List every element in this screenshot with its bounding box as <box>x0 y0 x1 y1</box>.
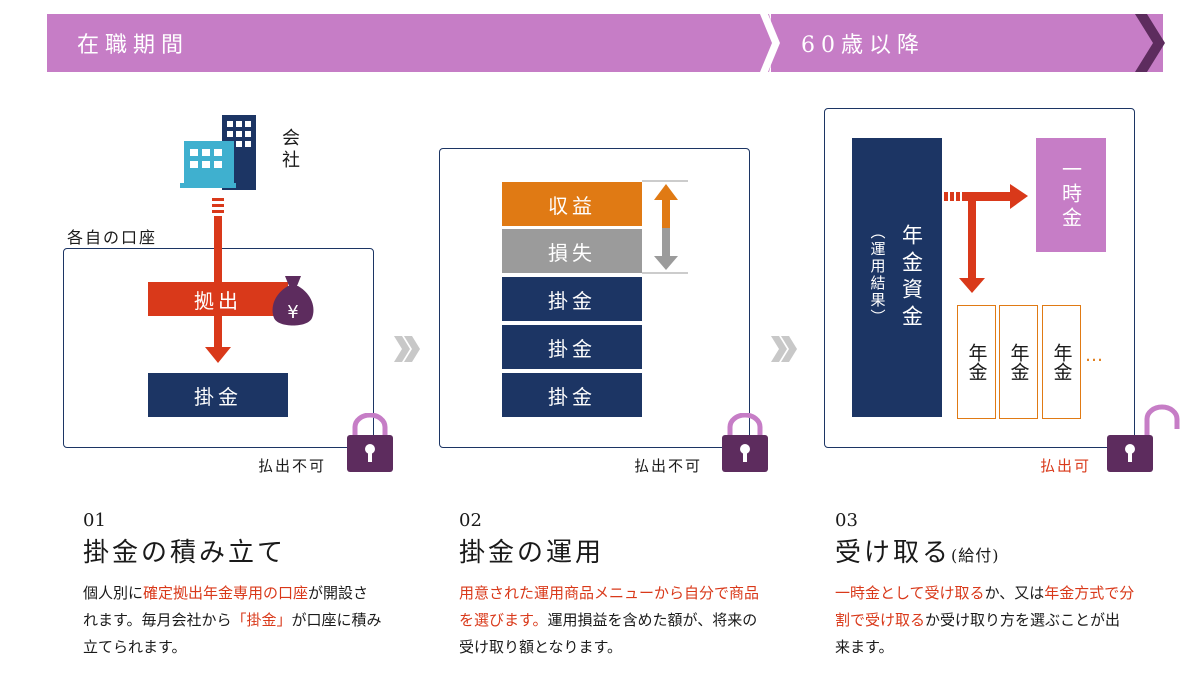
pension-installment-box-3: 年金 <box>1042 305 1081 419</box>
step3-desc-text-1: か、又は <box>984 584 1045 602</box>
banner-working-period-label: 在職期間 <box>77 33 190 58</box>
step2-title: 掛金の運用 <box>459 538 605 568</box>
kakekin-label: 掛金 <box>194 384 242 409</box>
payout-split-arrows <box>944 184 1028 293</box>
building-icon <box>180 115 256 190</box>
kakekin-box: 掛金 <box>148 373 288 417</box>
contribution-label: 拠出 <box>194 288 242 313</box>
money-bag-yen-icon: ¥ <box>272 276 314 326</box>
step2-desc-text-1: 運用損益を含めた額が、将来の受け取り額となります。 <box>459 611 758 656</box>
kakekin-label: 掛金 <box>548 336 596 361</box>
profit-box: 収益 <box>502 182 642 226</box>
step3-desc-highlight-2: 年金方式で分割で受け取る <box>835 584 1135 629</box>
pension-label: 年金 <box>1050 343 1073 381</box>
lump-sum-label: 一時金 <box>1058 159 1083 231</box>
loss-box: 損失 <box>502 229 642 273</box>
padlock-open-icon <box>1107 404 1180 472</box>
company-label: 会社 <box>279 128 300 172</box>
step1-desc-text-3: が口座に積み立てられます。 <box>83 611 382 656</box>
contribution-bar: 拠出 <box>148 282 288 316</box>
kakekin-label: 掛金 <box>548 384 596 409</box>
pension-installment-box-2: 年金 <box>999 305 1038 419</box>
step3-title-sub: (給付) <box>951 546 1000 565</box>
pension-fund-label: 年金資金 <box>899 223 924 332</box>
pension-label: 年金 <box>965 343 988 381</box>
double-chevron-icon <box>394 336 420 362</box>
banner-after-60-label: 60歳以降 <box>801 33 925 58</box>
kakekin-box-1: 掛金 <box>502 277 642 321</box>
step2-desc-highlight-1: 用意された運用商品メニューから自分で商品を選びます。 <box>459 584 760 629</box>
banner-end-chevron-icon <box>1135 14 1165 72</box>
step3-number: 03 <box>835 510 858 531</box>
lump-sum-box: 一時金 <box>1036 138 1106 252</box>
kakekin-box-2: 掛金 <box>502 325 642 369</box>
step2-number: 02 <box>459 510 482 531</box>
pension-installment-box-1: 年金 <box>957 305 996 419</box>
step3-desc-highlight-1: 一時金として受け取る <box>835 584 985 602</box>
lock-label-1: 払出不可 <box>258 457 327 475</box>
step1-description: 個人別に確定拠出年金専用の口座が開設されます。毎月会社から「掛金」が口座に積み立… <box>83 580 383 661</box>
padlock-closed-icon <box>347 413 393 472</box>
step1-desc-highlight-1: 確定拠出年金専用の口座 <box>143 584 309 602</box>
step3-description: 一時金として受け取るか、又は年金方式で分割で受け取るか受け取り方を選ぶことが出来… <box>835 580 1135 661</box>
step1-title: 掛金の積み立て <box>83 538 287 568</box>
account-label: 各自の口座 <box>67 228 158 247</box>
double-chevron-icon <box>771 336 797 362</box>
kakekin-box-3: 掛金 <box>502 373 642 417</box>
lock-label-2: 払出不可 <box>634 457 703 475</box>
step1-number: 01 <box>83 510 106 531</box>
step3-desc-text-2: か受け取り方を選ぶことが出来ます。 <box>835 611 1121 656</box>
step3-title-main: 受け取る <box>835 538 952 568</box>
pension-fund-sub-label: （運用結果） <box>868 223 887 326</box>
kakekin-label: 掛金 <box>548 288 596 313</box>
pension-fund-box: 年金資金 （運用結果） <box>852 138 942 417</box>
step3-title: 受け取る(給付) <box>835 532 1000 569</box>
svg-text:¥: ¥ <box>287 302 298 323</box>
loss-label: 損失 <box>548 240 596 265</box>
banner-after-60: 60歳以降 <box>771 14 1163 72</box>
profit-label: 収益 <box>548 193 596 218</box>
step2-description: 用意された運用商品メニューから自分で商品を選びます。運用損益を含めた額が、将来の… <box>459 580 759 661</box>
pension-label: 年金 <box>1007 343 1030 381</box>
pension-ellipsis: … <box>1085 345 1103 366</box>
padlock-closed-icon <box>722 413 768 472</box>
step1-desc-highlight-2: 「掛金」 <box>231 611 292 629</box>
profit-loss-range-arrows <box>642 180 688 274</box>
unlock-label: 払出可 <box>1040 457 1092 475</box>
step1-desc-text-1: 個人別に <box>83 584 144 602</box>
step1-desc-text-2: が開設されます。毎月会社から <box>83 584 369 629</box>
banner-working-period: 在職期間 <box>47 14 777 72</box>
